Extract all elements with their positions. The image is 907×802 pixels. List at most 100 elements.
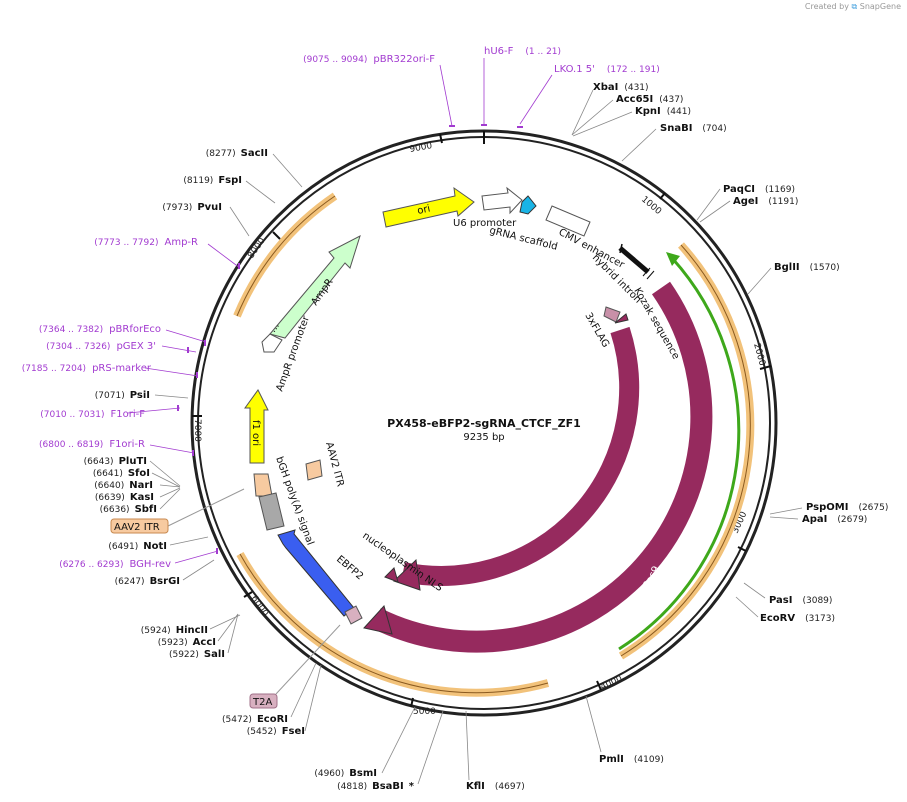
snapgene-logo-icon: ⧉ <box>851 2 858 11</box>
aav2-itr-inner-shape[interactable] <box>305 459 323 481</box>
ampr-shape[interactable] <box>269 235 361 339</box>
aav2-itr-outer-shape[interactable] <box>253 473 273 497</box>
site-bsmi[interactable]: (4960)BsmI <box>314 768 377 779</box>
primer-f1ori-r[interactable]: (6800 .. 6819)F1ori-R <box>39 439 145 450</box>
primer-pgex3[interactable]: (7304 .. 7326)pGEX 3' <box>46 341 156 352</box>
cas9-inner-label: Cas9 <box>608 521 631 548</box>
flag-shape[interactable] <box>603 306 621 323</box>
feature-band-orange-right-stroke <box>620 244 751 657</box>
tick-label-7000: 7000 <box>192 419 202 442</box>
t2a-tag[interactable] <box>249 693 278 709</box>
aav2-itr-connector <box>167 488 245 527</box>
primer-prs-marker[interactable]: (7185 .. 7204)pRS-marker <box>22 363 152 374</box>
grna-scaffold-label: gRNA scaffold <box>488 225 558 253</box>
site-psii[interactable]: (7071)PsiI <box>95 390 150 401</box>
site-ecori[interactable]: (5472)EcoRI <box>222 714 288 725</box>
created-by-text: Created by <box>804 2 849 11</box>
primer-pbrforeco[interactable]: (7364 .. 7382)pBRforEco <box>39 324 161 335</box>
t2a-connector <box>275 624 341 695</box>
u6-promoter-shape[interactable] <box>481 186 523 215</box>
ampr-promoter-shape[interactable] <box>261 333 283 353</box>
tick-label-5000: 5000 <box>413 707 436 717</box>
site-fsei[interactable]: (5452)FseI <box>247 726 305 737</box>
tick-8000 <box>272 231 281 240</box>
site-bglii[interactable]: BglII(1570) <box>774 262 840 273</box>
cas9-inner-arrowhead <box>393 558 421 591</box>
site-kpni[interactable]: KpnI(441) <box>635 106 691 117</box>
feature-band-green-arrowhead <box>666 252 680 266</box>
site-sbfi[interactable]: (6636)SbfI <box>100 504 157 515</box>
tick-1000 <box>659 192 666 200</box>
cas9-outer-arrowhead <box>363 604 393 635</box>
tick-6000 <box>243 591 253 598</box>
tick-5000 <box>410 697 414 708</box>
site-apai[interactable]: ApaI(2679) <box>802 514 867 525</box>
grna-scaffold-shape[interactable] <box>519 195 537 215</box>
cmv-enhancer-shape[interactable] <box>545 205 591 237</box>
hybrid-intron-tick <box>619 243 623 254</box>
tick-4000 <box>596 680 602 691</box>
site-snabi[interactable]: SnaBI(704) <box>660 123 727 134</box>
nucleoplasmin-nls-label: nucleoplasmin NLS <box>360 530 444 594</box>
site-noti[interactable]: (6491)NotI <box>108 541 167 552</box>
primer-bgh-rev[interactable]: (6276 .. 6293)BGH-rev <box>59 559 171 570</box>
aav2-itr-inner-label: AAV2 ITR <box>323 441 345 488</box>
site-sali[interactable]: (5922)SalI <box>169 649 225 660</box>
ori-label: ori <box>416 203 431 216</box>
ebfp2-shape[interactable] <box>277 529 355 617</box>
snapgene-brand: SnapGene <box>859 2 901 11</box>
nucleoplasmin-nls-shape[interactable] <box>384 567 399 583</box>
site-pluti[interactable]: (6643)PluTI <box>84 456 147 467</box>
snapgene-credit: Created by ⧉ SnapGene <box>805 2 901 12</box>
plasmid-name: PX458-eBFP2-sgRNA_CTCF_ZF1 <box>387 417 581 430</box>
primer-hu6-f[interactable]: hU6-F(1 .. 21) <box>484 46 561 57</box>
site-sacii[interactable]: (8277)SacII <box>206 148 268 159</box>
site-xbai[interactable]: XbaI(431) <box>593 82 649 93</box>
site-pspomi[interactable]: PspOMI(2675) <box>806 502 888 513</box>
feature-band-orange-bottom-stroke <box>239 553 549 694</box>
f1-ori-shape[interactable] <box>244 389 269 464</box>
primer-lko1-5[interactable]: LKO.1 5'(172 .. 191) <box>554 64 660 75</box>
site-pasi[interactable]: PasI(3089) <box>769 595 832 606</box>
aav2-itr-tag-label: AAV2 ITR <box>114 522 160 533</box>
site-agei[interactable]: AgeI(1191) <box>733 196 798 207</box>
tick-3000 <box>737 546 747 552</box>
primer-markers <box>177 124 523 554</box>
site-ecorv[interactable]: EcoRV(3173) <box>760 613 835 624</box>
site-pmli[interactable]: PmlI(4109) <box>599 754 664 765</box>
kozak-sequence-shape[interactable] <box>642 267 651 277</box>
site-hincii[interactable]: (5924)HincII <box>141 625 208 636</box>
site-pvui[interactable]: (7973)PvuI <box>162 202 222 213</box>
aav2-itr-tag[interactable] <box>110 518 169 534</box>
site-bsabi[interactable]: (4818)BsaBI* <box>337 781 415 792</box>
f1-ori-label: f1 ori <box>250 420 261 446</box>
tick-2000 <box>759 365 772 370</box>
site-paqci[interactable]: PaqCI(1169) <box>723 184 795 195</box>
site-kasi[interactable]: (6639)KasI <box>95 492 154 503</box>
tick-label-9000: 9000 <box>409 141 434 155</box>
tick-label-4000: 4000 <box>599 674 624 693</box>
feature-band-green[interactable] <box>618 256 741 651</box>
tick-marks <box>192 131 772 708</box>
site-bsrgi[interactable]: (6247)BsrGI <box>115 576 180 587</box>
site-kfli[interactable]: KflI(4697) <box>466 781 525 792</box>
ebfp2-label: EBFP2 <box>334 554 365 583</box>
t2a-shape[interactable] <box>344 605 363 625</box>
hybrid-intron-shape[interactable] <box>618 246 650 274</box>
ori-shape[interactable] <box>382 186 475 228</box>
cas9-inner-arc[interactable] <box>400 326 640 586</box>
site-sfoi[interactable]: (6641)SfoI <box>93 468 150 479</box>
t2a-tag-label: T2A <box>252 697 272 708</box>
site-nari[interactable]: (6640)NarI <box>94 480 153 491</box>
primer-f1ori-f[interactable]: (7010 .. 7031)F1ori-F <box>40 409 145 420</box>
site-acci[interactable]: (5923)AccI <box>158 637 216 648</box>
primer-pbr322ori-f[interactable]: (9075 .. 9094)pBR322ori-F <box>303 54 435 65</box>
primer-amp-r[interactable]: (7773 .. 7792)Amp-R <box>94 237 198 248</box>
cas9-outer-arc[interactable] <box>371 281 713 653</box>
primer-connectors <box>127 58 553 564</box>
site-acc65i[interactable]: Acc65I(437) <box>616 94 683 105</box>
site-fspi[interactable]: (8119)FspI <box>183 175 242 186</box>
kozak-sequence-shape-2 <box>646 270 655 280</box>
bgh-polya-shape[interactable] <box>258 492 285 531</box>
